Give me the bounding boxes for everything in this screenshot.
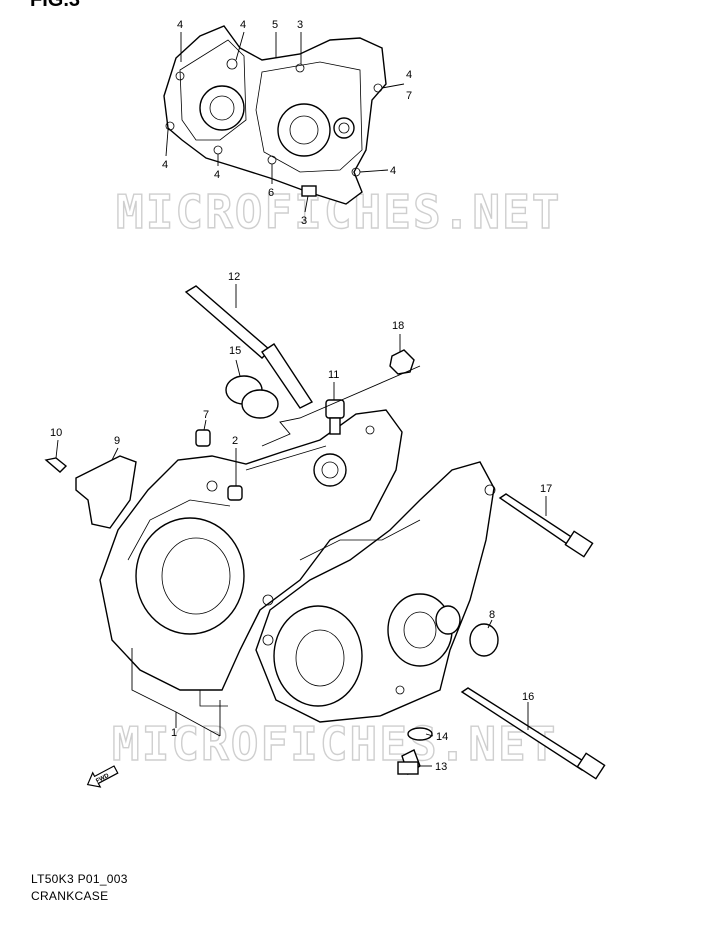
callout-3: 3 <box>301 215 307 227</box>
crankcase-exploded-view <box>99 409 496 723</box>
callout-14: 14 <box>436 731 448 743</box>
callout-7: 7 <box>203 409 209 421</box>
callout-4: 4 <box>162 159 168 171</box>
callout-4: 4 <box>406 69 412 81</box>
callout-18: 18 <box>392 320 404 332</box>
callout-2: 2 <box>232 435 238 447</box>
callout-4: 4 <box>177 19 183 31</box>
top-callouts: 4 4 5 3 4 7 4 4 6 4 3 <box>162 19 412 227</box>
bottom-leader-lines <box>55 284 547 767</box>
callout-10: 10 <box>50 427 62 439</box>
bottom-callouts: 12 18 15 11 7 10 9 2 17 8 16 1 14 13 <box>50 271 552 773</box>
small-parts <box>44 285 606 780</box>
callout-4: 4 <box>240 19 246 31</box>
top-leader-lines <box>165 31 405 213</box>
watermark-bottom: MICROFICHES.NET <box>112 717 557 771</box>
figure-name: CRANKCASE <box>31 889 109 903</box>
callout-11: 11 <box>328 369 339 381</box>
callout-16: 16 <box>522 691 534 703</box>
figure-title: FIG.3 <box>30 0 80 11</box>
crankcase-inner-view <box>163 25 387 205</box>
callout-4: 4 <box>390 165 396 177</box>
callout-8: 8 <box>489 609 495 621</box>
callout-4: 4 <box>214 169 220 181</box>
callout-15: 15 <box>229 345 241 357</box>
callout-1: 1 <box>171 727 177 739</box>
callout-3: 3 <box>297 19 303 31</box>
callout-7: 7 <box>406 90 412 102</box>
callout-17: 17 <box>540 483 552 495</box>
callout-5: 5 <box>272 19 278 31</box>
callout-12: 12 <box>228 271 240 283</box>
callout-13: 13 <box>435 761 447 773</box>
figure-code: LT50K3 P01_003 <box>31 872 128 886</box>
callout-6: 6 <box>268 187 274 199</box>
callout-9: 9 <box>114 435 120 447</box>
fwd-arrow-icon: FWD <box>86 765 119 788</box>
